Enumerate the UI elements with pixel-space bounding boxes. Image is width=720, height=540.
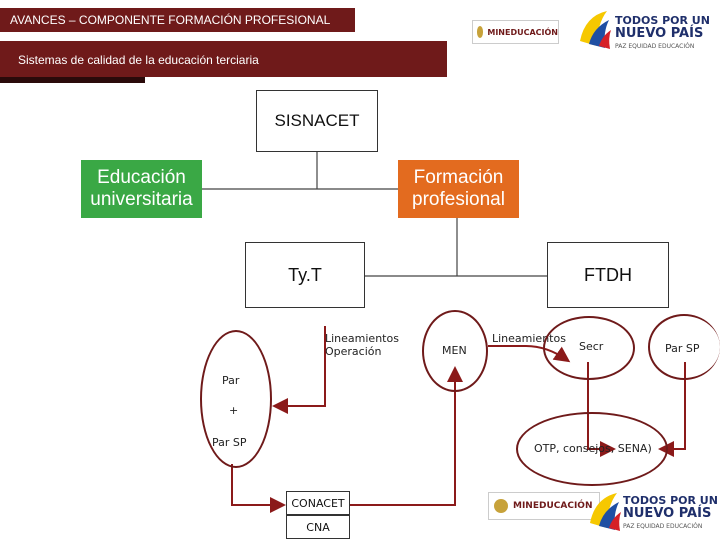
parsp-left-label: Par SP [212, 436, 247, 449]
todos-por-un-nuevo-pais-logo-top: TODOS POR UN NUEVO PAÍS PAZ EQUIDAD EDUC… [575, 6, 715, 52]
men-label: MEN [442, 344, 467, 357]
tyt-box: Ty.T [245, 242, 365, 308]
todos-por-un-nuevo-pais-logo-bottom: TODOS POR UN NUEVO PAÍS PAZ EQUIDAD EDUC… [585, 488, 719, 534]
crest-icon [477, 26, 484, 38]
secr-circle [543, 316, 635, 380]
header-subtitle: Sistemas de calidad de la educación terc… [0, 41, 447, 77]
educacion-universitaria-box: Educación universitaria [81, 160, 202, 218]
men-circle [422, 310, 488, 392]
header-title: AVANCES – COMPONENTE FORMACIÓN PROFESION… [0, 8, 355, 32]
ftdh-box: FTDH [547, 242, 669, 308]
conacet-box: CONACET [286, 491, 350, 515]
lineamientos-operacion-label: Lineamientos Operación [325, 332, 399, 358]
sisnacet-box: SISNACET [256, 90, 378, 152]
mineducacion-logo-top: MINEDUCACIÓN [472, 20, 559, 44]
par-parsp-oval [200, 330, 272, 468]
otp-circle [516, 412, 668, 486]
otp-label: OTP, consejos, SENA) [534, 442, 652, 455]
plus-label: + [229, 404, 239, 417]
parsp-right-circle [648, 314, 720, 380]
flag-swoosh-icon [590, 493, 621, 531]
mineducacion-logo-bottom: MINEDUCACIÓN [488, 492, 600, 520]
secr-label: Secr [579, 340, 604, 353]
flag-swoosh-icon [580, 11, 611, 49]
cna-box: CNA [286, 515, 350, 539]
par-label: Par [222, 374, 240, 387]
parsp-right-label: Par SP [665, 342, 700, 355]
crest-icon [494, 499, 508, 513]
formacion-profesional-box: Formación profesional [398, 160, 519, 218]
